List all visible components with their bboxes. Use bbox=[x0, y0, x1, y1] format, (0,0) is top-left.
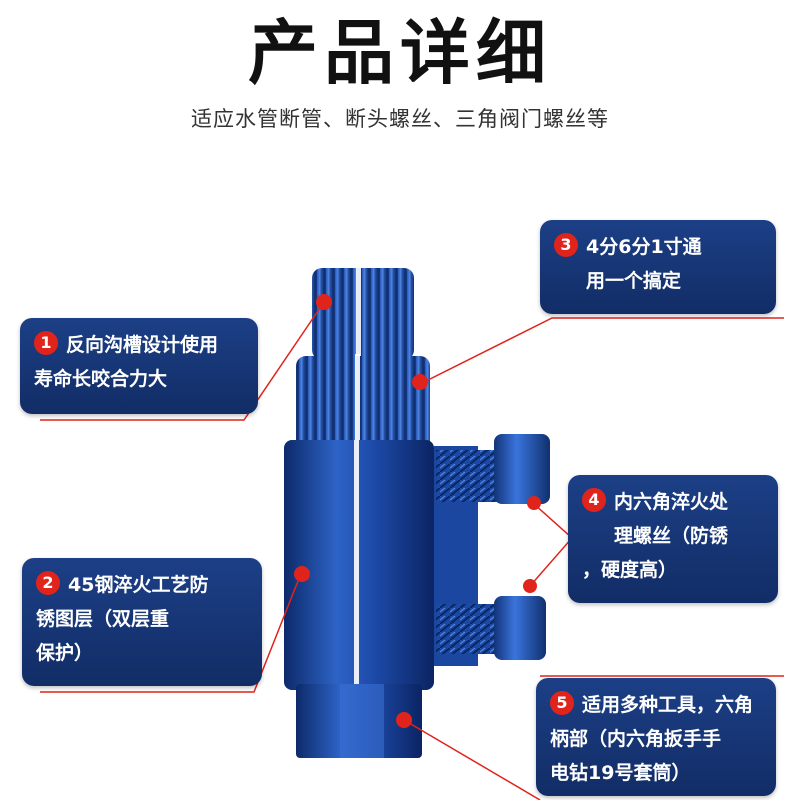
large-knurled-collar bbox=[296, 354, 430, 454]
callout-2-line2: 锈图层（双层重 bbox=[36, 608, 170, 630]
callout-4-line1: 内六角淬火处 bbox=[614, 491, 729, 513]
callout-4-line3: ，硬度高） bbox=[582, 559, 678, 581]
callout-3-line2: 用一个搞定 bbox=[586, 270, 682, 292]
leader-line-3 bbox=[412, 317, 784, 390]
callout-5-line2: 柄部（内六角扳手手 bbox=[550, 728, 722, 750]
page-subtitle: 适应水管断管、断头螺丝、三角阀门螺丝等 bbox=[191, 107, 609, 131]
leader-line-1 bbox=[40, 294, 332, 421]
lower-hex-screw bbox=[436, 596, 546, 660]
callout-5-line3: 电钻19号套筒） bbox=[550, 762, 691, 784]
badge-2: 2 bbox=[36, 571, 60, 595]
badge-1: 1 bbox=[34, 331, 58, 355]
upper-hex-screw bbox=[436, 434, 550, 504]
top-knurled-head bbox=[312, 266, 414, 362]
callout-5-line1: 适用多种工具，六角 bbox=[582, 694, 754, 716]
callout-5: 5 适用多种工具，六角 柄部（内六角扳手手 电钻19号套筒） bbox=[536, 678, 776, 796]
hex-shank bbox=[296, 684, 422, 758]
badge-5: 5 bbox=[550, 691, 574, 715]
callout-3: 3 4分6分1寸通 用一个搞定 bbox=[540, 220, 776, 314]
badge-3: 3 bbox=[554, 233, 578, 257]
callout-2: 2 45钢淬火工艺防 锈图层（双层重 保护） bbox=[22, 558, 262, 686]
leader-line-5 bbox=[396, 675, 784, 800]
callout-2-line3: 保护） bbox=[36, 642, 94, 664]
callout-3-line1: 4分6分1寸通 bbox=[586, 236, 702, 258]
callout-1-line1: 反向沟槽设计使用 bbox=[66, 334, 219, 356]
callout-4: 4 内六角淬火处 理螺丝（防锈 ，硬度高） bbox=[568, 475, 778, 603]
leader-line-4 bbox=[523, 496, 574, 593]
callout-4-line2: 理螺丝（防锈 bbox=[614, 525, 729, 547]
badge-4: 4 bbox=[582, 488, 606, 512]
page-title: 产品详细 bbox=[248, 12, 552, 94]
callout-2-line1: 45钢淬火工艺防 bbox=[68, 574, 209, 596]
callout-1-line2: 寿命长咬合力大 bbox=[34, 368, 168, 390]
callout-1: 1 反向沟槽设计使用 寿命长咬合力大 bbox=[20, 318, 258, 414]
leader-line-2 bbox=[40, 566, 310, 693]
